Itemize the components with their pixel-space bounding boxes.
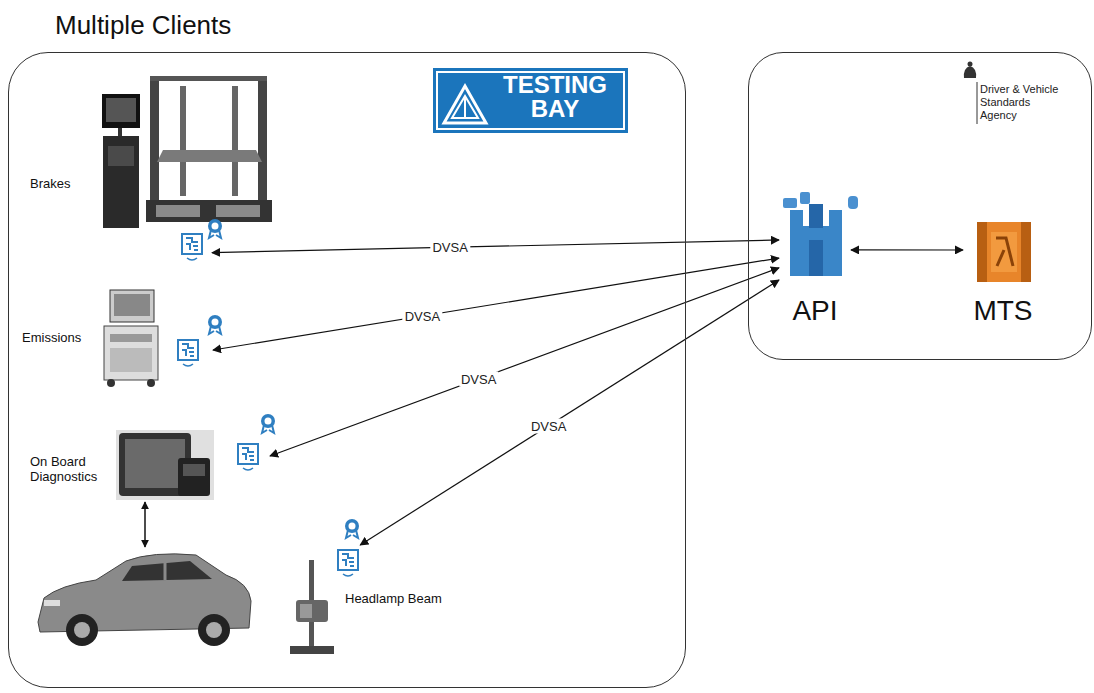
node-text: API [779,295,851,327]
connector-arrow [213,258,779,350]
node-text: MTS [963,295,1043,327]
mts-service: MTS [963,205,1043,330]
obd-equipment: On Board Diagnostics [26,450,270,490]
node-text: Headlamp Beam [345,591,450,607]
node-text: On Board Diagnostics [30,454,108,484]
connector-arrow [270,268,779,456]
edge-label: DVSA [430,240,469,255]
testing-bay-logo: TESTING BAY [433,68,628,133]
emissions-equipment: Emissions [18,326,213,374]
edge-label: DVSA [459,371,498,386]
edge-label: DVSA [529,418,568,433]
connector-arrow [360,280,779,545]
edge-label: DVSA [403,308,442,323]
node-text: Driver & Vehicle Standards Agency [980,83,1066,122]
brakes-equipment: Brakes [22,172,212,268]
client-region: Multiple ClientsTESTING BAYBrakesEmissio… [8,52,686,688]
connector-arrow [851,249,963,250]
node-text: Multiple Clients [55,10,355,40]
node-text: TESTING BAY [490,73,620,121]
dvsa-region: Driver & Vehicle Standards AgencyAPI MTS [748,52,1092,360]
connector-arrow [212,240,779,253]
node-text: Brakes [30,176,100,192]
node-text: Emissions [22,330,102,346]
api-gateway: API [779,195,851,330]
headlamp-equipment: Headlamp Beam [335,545,455,613]
